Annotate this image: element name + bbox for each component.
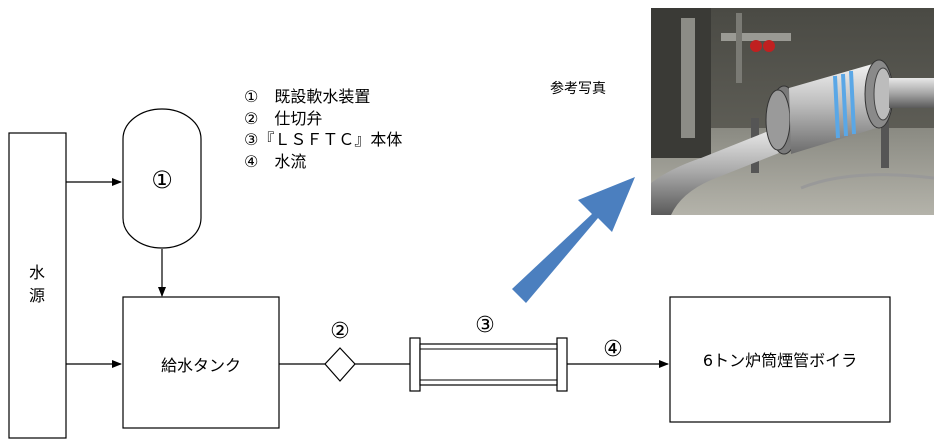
softener-unit bbox=[122, 108, 202, 249]
feed-water-tank-label: 給水タンク bbox=[161, 356, 241, 375]
legend: ① 既設軟水装置 ② 仕切弁 ③『ＬＳＦＴＣ』本体 ④ 水流 bbox=[244, 86, 402, 172]
reference-photo-label: 参考写真 bbox=[550, 81, 606, 97]
gate-valve bbox=[324, 347, 356, 382]
lsftc-body bbox=[419, 343, 558, 386]
legend-item-1: ① 既設軟水装置 bbox=[244, 87, 371, 106]
boiler-label: 6トン炉筒煙管ボイラ bbox=[703, 351, 857, 370]
softener-number: ① bbox=[151, 166, 173, 194]
legend-item-4: ④ 水流 bbox=[244, 151, 307, 171]
photo-pointer-arrow bbox=[512, 177, 635, 303]
boiler-box bbox=[669, 296, 891, 423]
lsftc-right-flange bbox=[556, 337, 568, 392]
legend-item-2: ② 仕切弁 bbox=[244, 108, 323, 128]
flow-number: ④ bbox=[603, 337, 623, 362]
reference-photo bbox=[651, 8, 934, 215]
water-source-box bbox=[8, 132, 67, 439]
gate-valve-number: ② bbox=[330, 319, 350, 344]
water-source-label-1: 水 bbox=[29, 263, 45, 282]
water-source-label-2: 源 bbox=[29, 286, 45, 305]
lsftc-left-flange bbox=[409, 337, 421, 392]
legend-item-3: ③『ＬＳＦＴＣ』本体 bbox=[244, 130, 403, 149]
feed-water-tank bbox=[122, 296, 280, 429]
lsftc-number: ③ bbox=[475, 313, 495, 338]
